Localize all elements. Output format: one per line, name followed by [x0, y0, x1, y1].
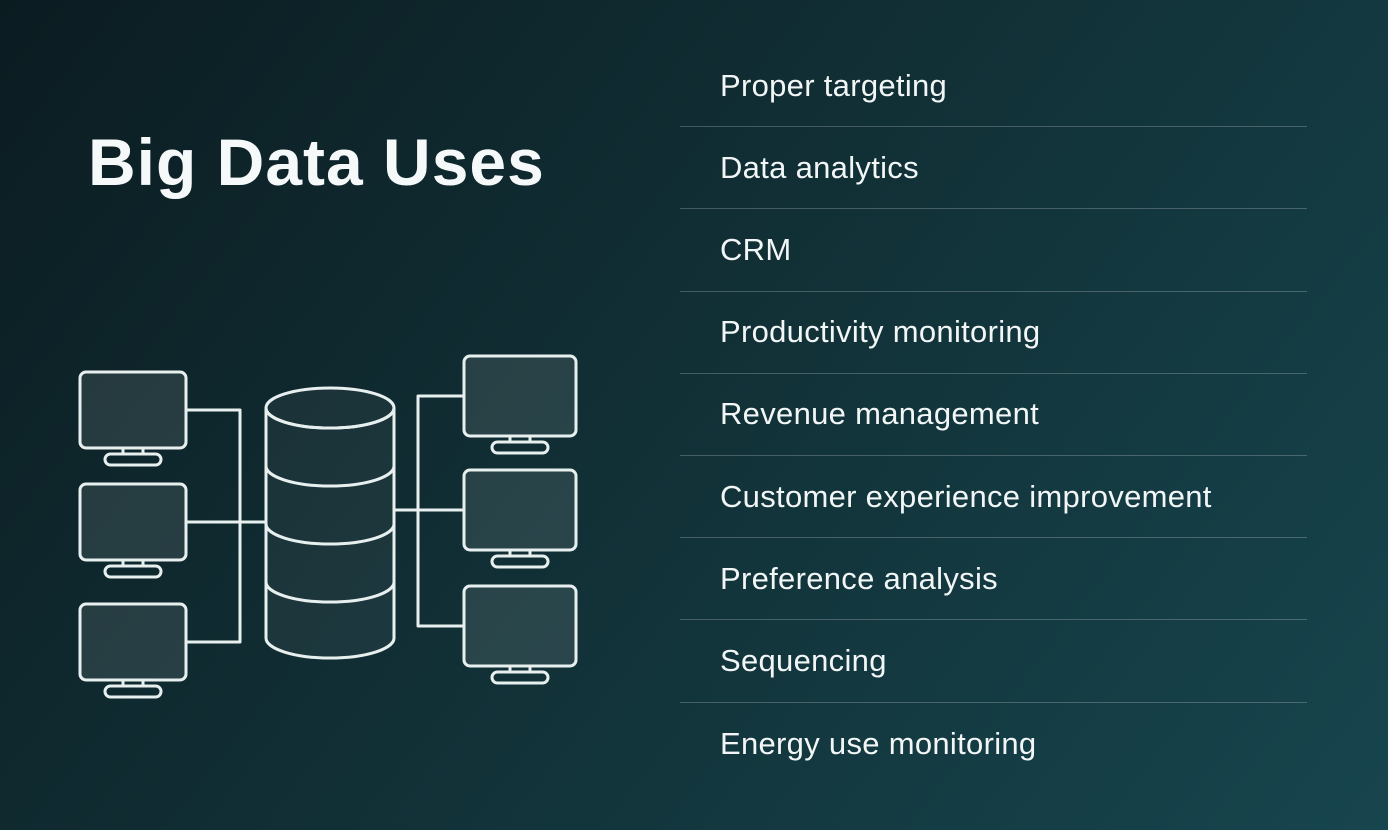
list-item: Customer experience improvement [680, 456, 1307, 539]
list-item: Preference analysis [680, 538, 1307, 621]
monitor-icon [78, 482, 188, 579]
monitor-icon [462, 584, 578, 685]
uses-list: Proper targeting Data analytics CRM Prod… [680, 45, 1307, 785]
monitor-icon [78, 370, 188, 467]
connector-lines-right [392, 394, 466, 628]
database-network-illustration [70, 348, 594, 724]
list-item: Productivity monitoring [680, 292, 1307, 374]
database-network-graphic [78, 354, 578, 699]
list-item: Energy use monitoring [720, 725, 1037, 761]
list-item: Revenue management [680, 374, 1307, 456]
monitor-icon [462, 468, 578, 569]
list-item: Data analytics [680, 127, 1307, 210]
list-item: Sequencing [680, 620, 1307, 703]
connector-lines-left [184, 408, 268, 644]
monitor-icon [78, 602, 188, 699]
database-icon [264, 386, 396, 660]
monitor-icon [462, 354, 578, 455]
list-item: CRM [680, 209, 1307, 292]
list-item: Proper targeting [680, 45, 1307, 128]
page-title: Big Data Uses [88, 125, 545, 199]
